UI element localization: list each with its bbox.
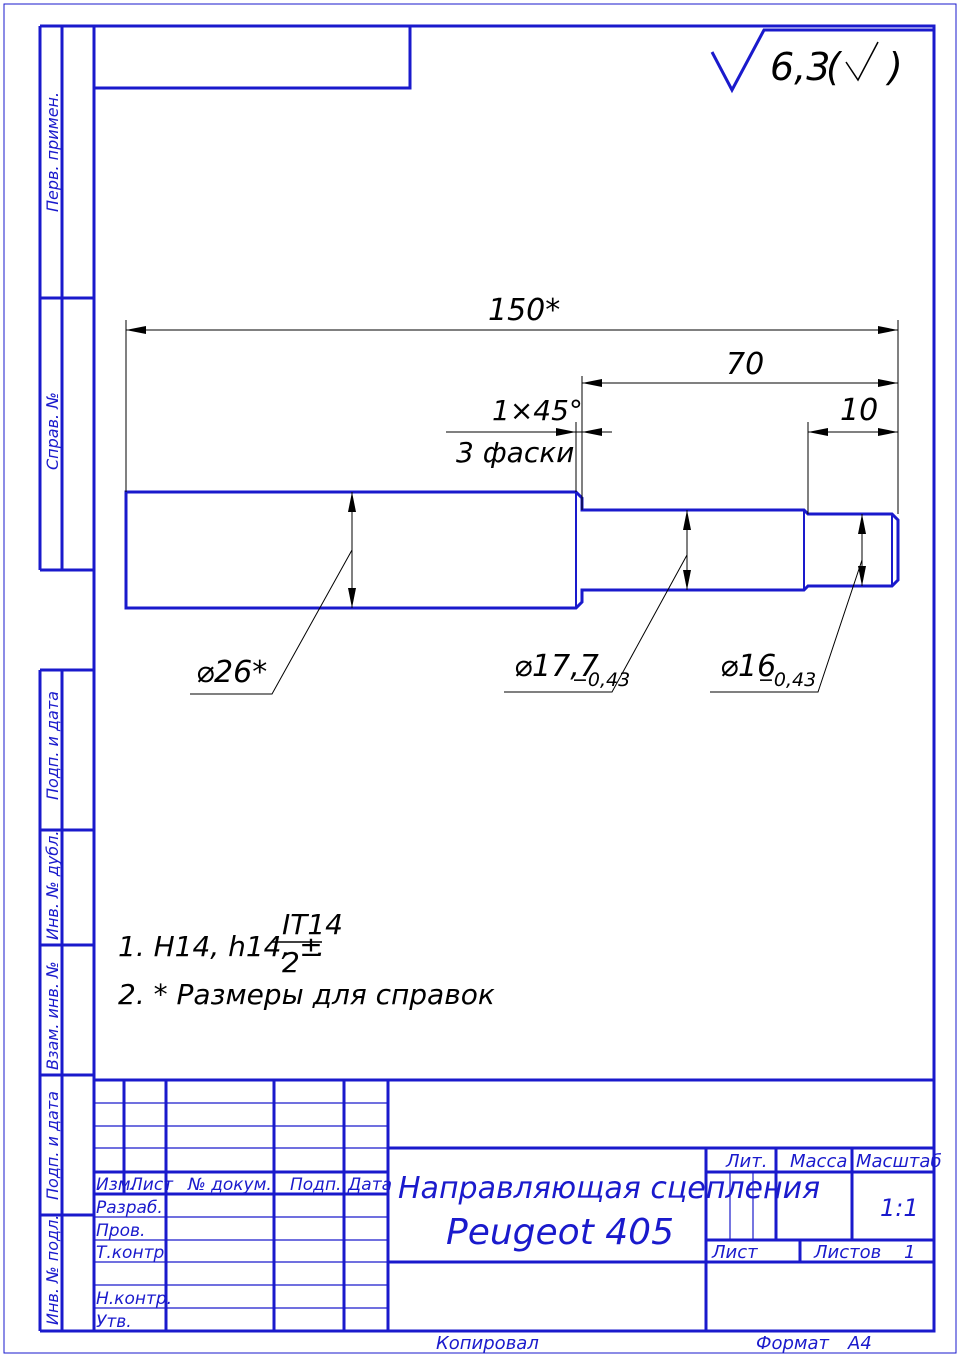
outer-trim-border [3,3,957,1354]
side-inv-dubl: Инв. № дубл. [43,831,62,940]
roughness-paren-open: ( [826,45,843,89]
side-sprav-no: Справ. № [43,392,62,470]
roughness-check-icon [845,41,879,82]
tb-sheet: Лист [711,1242,758,1263]
note1-fraction-numerator: IT14 [282,908,343,941]
tb-podp: Подп. [290,1175,341,1195]
tb-scale-value: 1:1 [880,1194,919,1222]
roughness-symbol: 6,3 ( ) [710,28,934,94]
footer-kopiroval: Копировал [436,1333,539,1354]
side-podp-data-2: Подп. и дата [43,1091,62,1200]
tb-massa: Масса [790,1151,847,1172]
note1-prefix: 1. H14, h14, ± [118,930,323,963]
side-podp-data-1: Подп. и дата [43,691,62,800]
dim-dia-mid-tol: −0,43 [572,669,630,691]
tb-sheets: Листов [813,1242,881,1263]
footer-format-value: A4 [847,1333,872,1354]
tb-dokum: № докум. [187,1175,272,1195]
tb-name-line1: Направляющая сцепления [398,1171,820,1206]
tb-utv: Утв. [96,1312,132,1332]
tb-masshtab: Масштаб [856,1151,942,1172]
dim-step-length: 70 [726,347,764,382]
shaft-outline [124,490,900,610]
dim-dia-small-tol: −0,43 [758,669,816,691]
dim-overall-length: 150* [488,293,560,328]
tb-izm: Изм. [96,1175,136,1195]
tb-tkontr: Т.контр. [96,1243,170,1263]
note1-suffix: . [316,930,325,963]
dimension-lines: 150* 70 10 1×45° 3 фаски ⌀26* ⌀17,7 −0,4… [125,293,899,695]
top-left-designation-box [92,24,412,90]
dim-dia-large: ⌀26* [196,655,267,690]
dim-chamfer: 1×45° [492,394,583,427]
tb-nkontr: Н.контр. [96,1289,172,1309]
dim-dia-mid: ⌀17,7 [514,649,599,684]
roughness-value: 6,3 [770,45,830,89]
dim-dia-small: ⌀16 [720,649,776,684]
main-frame [92,24,936,1333]
title-block: Изм. Лист № докум. Подп. Дата Разраб. Пр… [94,1078,942,1332]
footer-format-label: Формат [756,1333,830,1354]
side-perv-primen: Перв. примен. [43,92,62,212]
side-vzam-inv: Взам. инв. № [43,961,62,1070]
tb-data: Дата [347,1175,392,1195]
dim-chamfer-note: 3 фаски [456,436,574,469]
tb-name-line2: Peugeot 405 [446,1212,674,1253]
roughness-paren-close: ) [885,45,903,89]
tb-razrab: Разраб. [96,1198,163,1218]
note2: 2. * Размеры для справок [118,978,495,1011]
tb-sheets-value: 1 [904,1242,915,1263]
side-stamp: Перв. примен. Справ. № Подп. и дата Инв.… [38,24,94,1333]
dim-end-length: 10 [840,393,878,428]
tb-prov: Пров. [96,1221,145,1241]
technical-notes: 1. H14, h14, ± IT14 2 . 2. * Размеры для… [118,908,495,1011]
note1-fraction-denominator: 2 [282,946,300,979]
tb-lit: Лит. [725,1151,767,1172]
footer: Копировал Формат A4 [436,1333,872,1354]
tb-list: Лист [129,1175,174,1195]
side-inv-podl: Инв. № подл. [43,1215,62,1325]
